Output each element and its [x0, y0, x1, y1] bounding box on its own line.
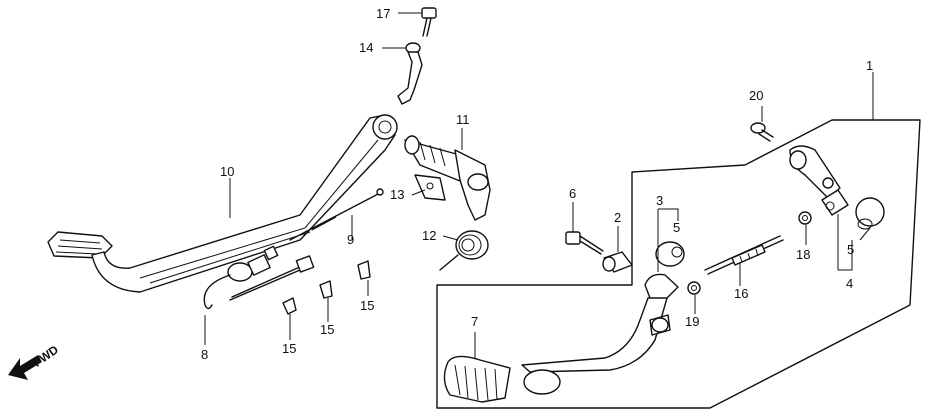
callout-17: 17: [376, 6, 390, 21]
change-pedal: [521, 273, 679, 373]
callout-20: 20: [749, 88, 763, 103]
callout-2: 2: [614, 210, 621, 225]
callout-14: 14: [359, 40, 373, 55]
callout-9: 9: [347, 232, 354, 247]
callout-5a: 5: [673, 220, 680, 235]
brake-switch-cable: [203, 245, 315, 310]
bracket-14: [397, 42, 423, 105]
spring-12: [439, 230, 489, 271]
boot-5b: [855, 197, 885, 230]
collar-2: [602, 251, 633, 273]
pedal-rubber-7: [443, 355, 561, 403]
brake-rod: [289, 188, 384, 241]
bracket-13: [414, 174, 446, 201]
rod-joint-4: [789, 145, 849, 216]
tie-rod-16: [704, 235, 784, 275]
callout-15a: 15: [282, 341, 296, 356]
assembly-outline: [436, 119, 921, 409]
callout-5b: 5: [847, 242, 854, 257]
fwd-label: FWD: [31, 342, 62, 369]
callout-13: 13: [390, 187, 404, 202]
callout-18: 18: [796, 247, 810, 262]
callout-15c: 15: [360, 298, 374, 313]
washer-18: [798, 211, 812, 225]
boot-5a: [655, 241, 685, 267]
callout-19: 19: [685, 314, 699, 329]
callout-8: 8: [201, 347, 208, 362]
callout-11: 11: [456, 112, 470, 127]
callout-15b: 15: [320, 322, 334, 337]
callout-10: 10: [220, 164, 234, 179]
callout-16: 16: [734, 286, 748, 301]
bolt-17: [421, 7, 437, 37]
callout-6: 6: [569, 186, 576, 201]
callout-4: 4: [846, 276, 853, 291]
cotter-pin-c: [357, 260, 371, 280]
cotter-pin-b: [319, 280, 333, 299]
callout-3: 3: [656, 193, 663, 208]
pivot-shaft-11: [404, 135, 491, 221]
callout-7: 7: [471, 314, 478, 329]
cotter-pin-a: [282, 297, 297, 315]
bolt-6: [565, 231, 604, 255]
brake-pedal: [47, 114, 398, 293]
leader-lines: [204, 12, 874, 358]
washer-19: [687, 281, 701, 295]
bolt-20: [750, 122, 774, 142]
fwd-arrow: FWD: [8, 342, 61, 380]
callout-1: 1: [866, 58, 873, 73]
callout-12: 12: [422, 228, 436, 243]
